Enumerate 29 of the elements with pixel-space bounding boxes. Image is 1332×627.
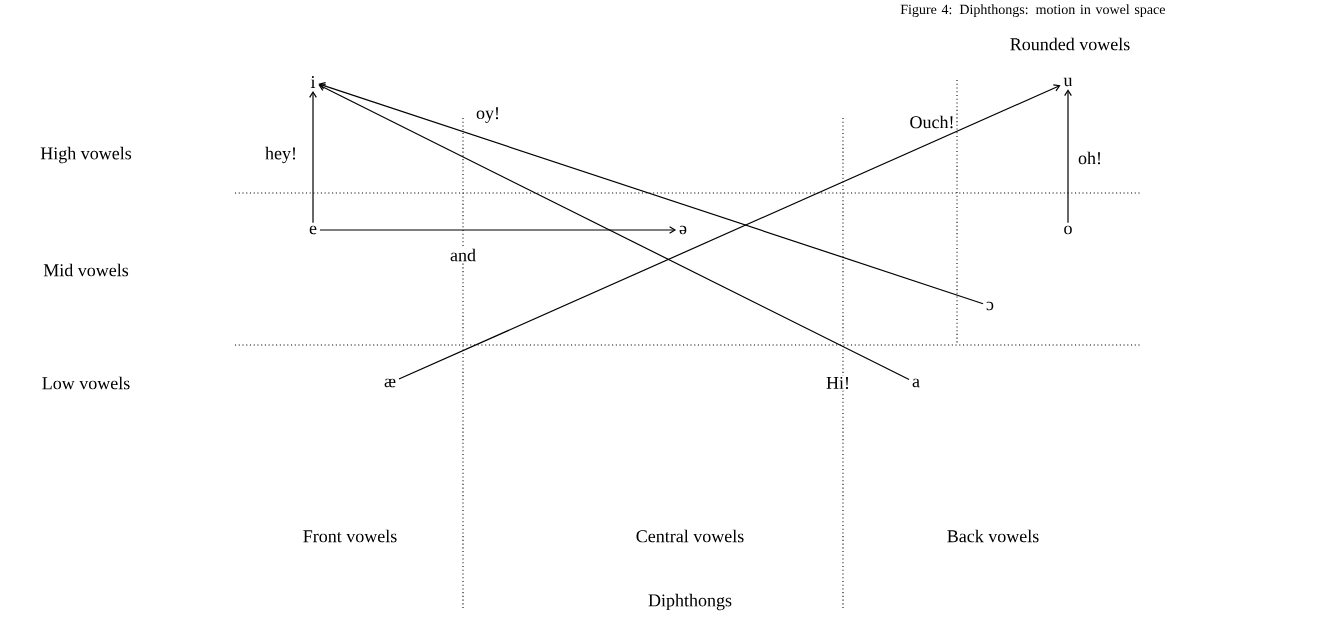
- axis-label: Front vowels: [303, 529, 397, 543]
- edge-label: Hi!: [824, 375, 852, 391]
- edge-label: oy!: [474, 105, 502, 125]
- vowel-symbol: ə: [679, 225, 687, 235]
- axis-label: Diphthongs: [648, 593, 732, 611]
- edge-label: and: [448, 247, 478, 263]
- vowel-symbol: æ: [384, 378, 396, 388]
- arrow: [398, 84, 1061, 380]
- edge-label: hey!: [263, 145, 299, 165]
- edge-label: Ouch!: [908, 114, 956, 130]
- edge-label: oh!: [1076, 150, 1104, 166]
- vowel-symbol: o: [1064, 225, 1072, 235]
- axis-label: High vowels: [40, 146, 132, 164]
- arrow: [1064, 89, 1072, 224]
- vowel-symbol: a: [912, 378, 920, 388]
- arrow: [318, 84, 910, 381]
- arrow: [319, 226, 677, 234]
- axis-label: Mid vowels: [43, 263, 129, 277]
- caption: Figure 4: Diphthongs: motion in vowel space: [900, 4, 1165, 17]
- vowel-symbol: u: [1063, 77, 1073, 87]
- axis-label: Central vowels: [636, 529, 744, 543]
- vowel-symbol: i: [310, 76, 316, 88]
- vowel-symbol: e: [309, 225, 317, 235]
- arrow: [318, 82, 984, 305]
- axis-label: Low vowels: [42, 376, 130, 390]
- vowel-symbol: ɔ: [986, 301, 994, 311]
- arrow: [309, 90, 317, 224]
- axis-label: Rounded vowels: [1010, 37, 1130, 51]
- axis-label: Back vowels: [947, 529, 1039, 543]
